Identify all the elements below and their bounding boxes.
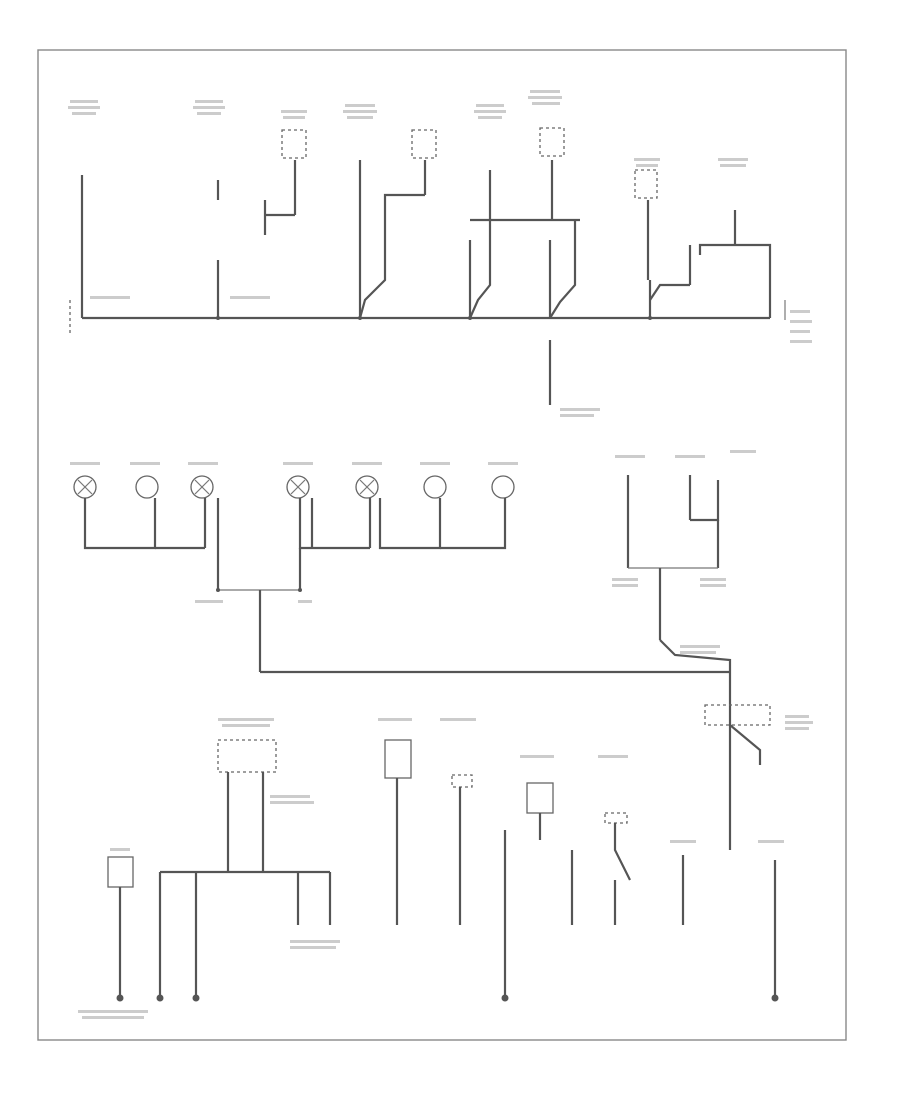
top-components bbox=[216, 127, 786, 405]
lamp-ground-wiring bbox=[83, 498, 730, 674]
right-middle-wiring bbox=[626, 475, 732, 700]
label-marks bbox=[68, 90, 813, 1019]
bottom-right-branch bbox=[681, 700, 779, 1002]
top-ground-bus bbox=[69, 160, 772, 335]
diagram-frame bbox=[37, 49, 847, 1041]
bottom-components bbox=[107, 739, 631, 1002]
lamp-components bbox=[73, 475, 515, 499]
